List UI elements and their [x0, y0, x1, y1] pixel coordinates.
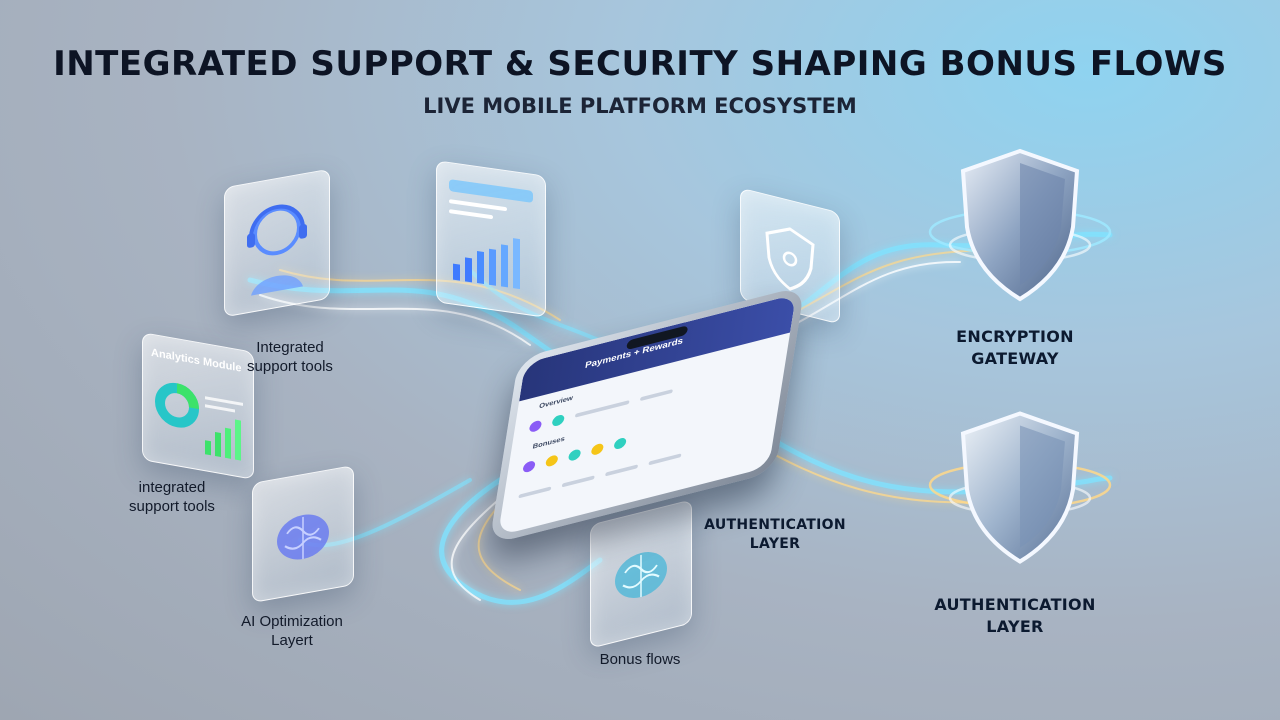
label-authentication-layer-center: AUTHENTICATION LAYER	[704, 517, 846, 552]
support-card	[224, 168, 330, 318]
app-icon	[528, 419, 543, 433]
app-icon	[545, 453, 559, 468]
chart-card	[436, 160, 546, 318]
label-encryption-gateway: ENCRYPTION GATEWAY	[956, 327, 1074, 368]
bonus-card	[590, 499, 692, 649]
security-card	[740, 187, 840, 325]
placeholder-bar	[518, 486, 552, 499]
donut-chart-icon	[155, 382, 243, 461]
encryption-shield	[955, 145, 1085, 305]
label-integrated-support-tools-2: integrated support tools	[129, 479, 215, 515]
label-ai-optimization-layer: AI Optimization Layert	[241, 613, 343, 649]
placeholder-bar	[561, 475, 595, 488]
mobile-phone: Payments + Rewards Overview Bonuses	[455, 285, 815, 545]
label-integrated-support-tools: Integrated support tools	[247, 339, 333, 375]
label-bonus-flows: Bonus flows	[599, 651, 681, 668]
shield-lock-icon	[765, 227, 815, 291]
app-icon	[551, 413, 566, 427]
label-authentication-layer-right: AUTHENTICATION LAYER	[934, 595, 1096, 636]
security-shield-icon	[960, 411, 1080, 564]
security-shield-icon	[960, 148, 1080, 302]
bar-chart-icon	[449, 179, 533, 290]
analytics-card: Analytics Module	[142, 332, 254, 480]
app-icon	[613, 436, 627, 450]
app-icon	[590, 442, 605, 456]
placeholder-bar	[605, 464, 639, 477]
placeholder-bar	[639, 389, 673, 402]
brain-icon	[615, 552, 667, 598]
ai-card	[252, 465, 354, 603]
app-icon	[522, 459, 536, 473]
page-subtitle: LIVE MOBILE PLATFORM ECOSYSTEM	[423, 94, 857, 118]
app-icon	[567, 447, 582, 462]
page-title: INTEGRATED SUPPORT & SECURITY SHAPING BO…	[53, 44, 1227, 84]
placeholder-bar	[648, 453, 682, 466]
placeholder-bar	[574, 400, 630, 418]
headset-agent-icon	[247, 204, 307, 296]
authentication-shield	[955, 405, 1085, 570]
brain-icon	[277, 514, 329, 560]
phone-body: Payments + Rewards Overview Bonuses	[489, 285, 805, 545]
phone-screen: Payments + Rewards Overview Bonuses	[497, 294, 797, 536]
